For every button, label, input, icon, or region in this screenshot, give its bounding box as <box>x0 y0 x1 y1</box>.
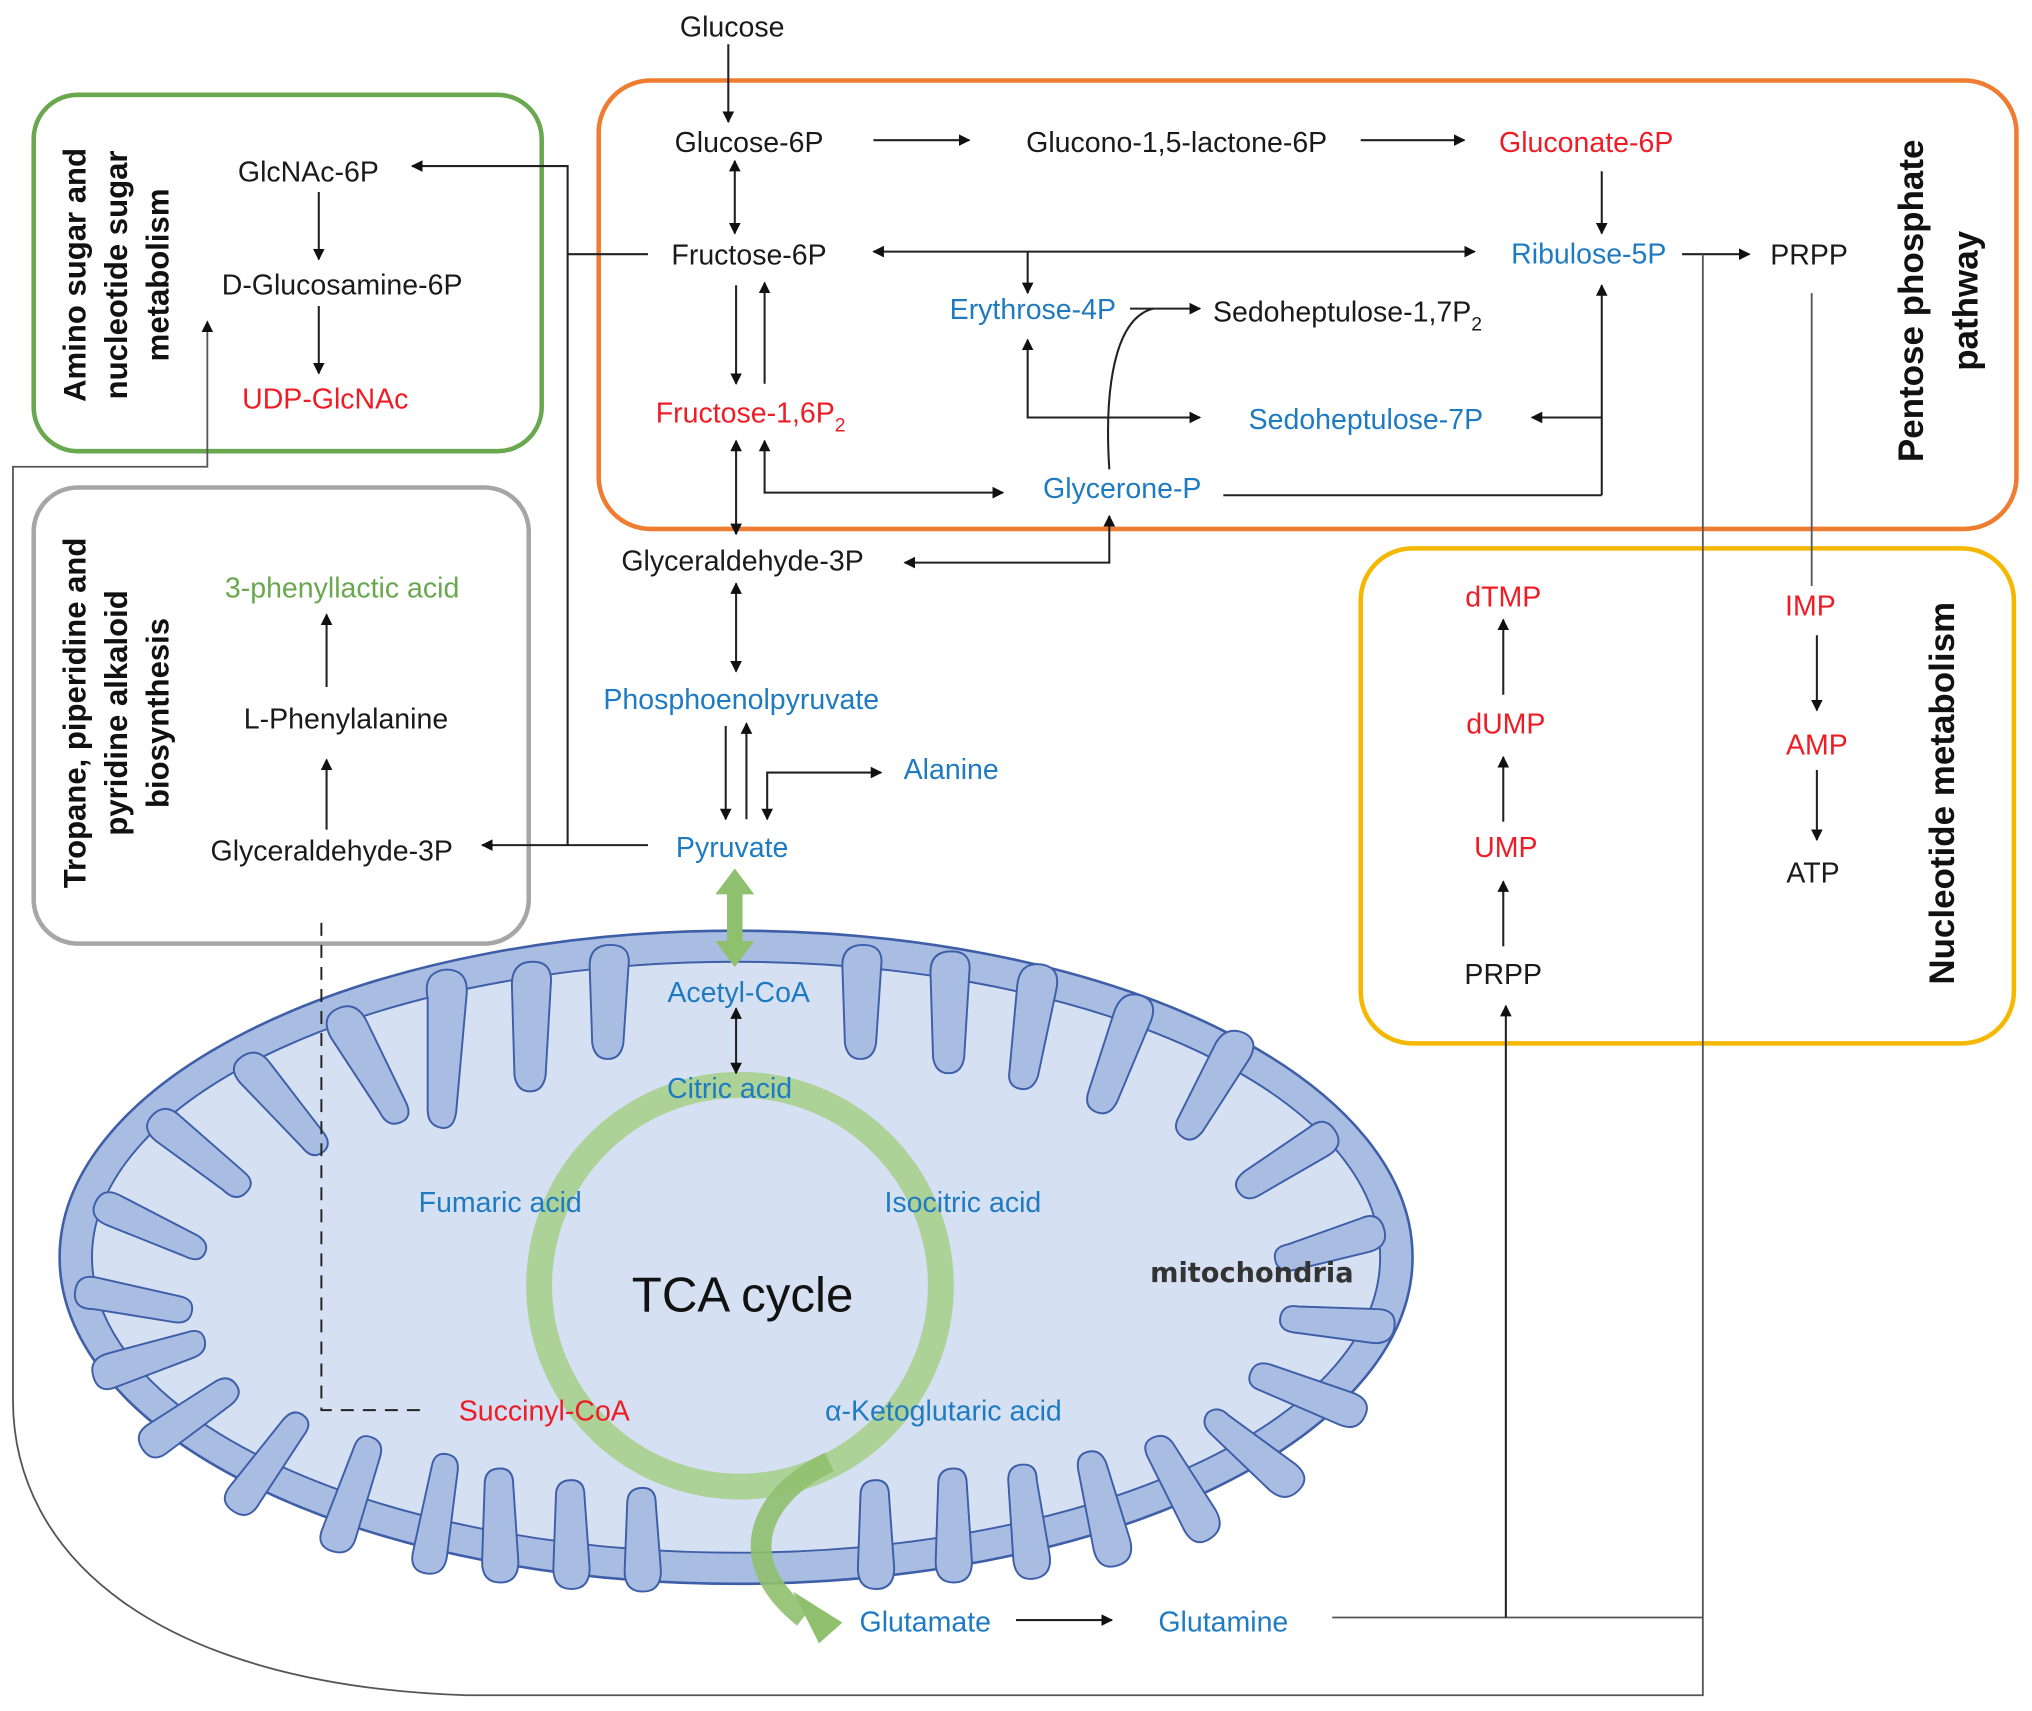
metabolite-amp: AMP <box>1786 729 1848 761</box>
dashed-link <box>320 922 428 1412</box>
amino-sugar-title-line1: Amino sugar and <box>58 148 93 402</box>
metabolite-fructose-6p: Fructose-6P <box>671 240 826 272</box>
metabolite-glyceraldehyde-3p: Glyceraldehyde-3P <box>621 545 863 577</box>
metabolite-dtmp: dTMP <box>1465 582 1541 614</box>
metabolite-isocitric-acid: Isocitric acid <box>884 1187 1041 1219</box>
tropane-title-line3: biosynthesis <box>140 618 175 808</box>
metabolite-udp-glcnac: UDP-GlcNAc <box>242 383 408 415</box>
metabolite-glutamine: Glutamine <box>1158 1607 1288 1639</box>
metabolite-imp: IMP <box>1785 591 1836 623</box>
metabolite-prpp-pentose: PRPP <box>1770 240 1848 272</box>
metabolite-glycerone-p: Glycerone-P <box>1043 473 1201 505</box>
tropane-title-line1: Tropane, piperidine and <box>58 538 93 889</box>
metabolite-fumaric-acid: Fumaric acid <box>419 1187 582 1219</box>
metabolite-atp: ATP <box>1786 858 1839 890</box>
metabolite-gluconate-6p: Gluconate-6P <box>1499 127 1673 159</box>
pentose-phosphate-box <box>596 78 2019 532</box>
metabolite-ribulose-5p: Ribulose-5P <box>1511 238 1666 270</box>
metabolite-alpha-ketoglutaric-acid: α-Ketoglutaric acid <box>825 1396 1062 1428</box>
amino-sugar-title-line2: nucleotide sugar <box>99 151 134 400</box>
metabolite-3-phenyllactic-acid: 3-phenyllactic acid <box>225 573 459 605</box>
metabolite-glcnac-6p: GlcNAc-6P <box>238 157 379 189</box>
mitochondria-label: mitochondria <box>1150 1258 1353 1289</box>
metabolite-fructose-16p2: Fructose-1,6P2 <box>656 398 846 437</box>
metabolite-sedoheptulose-7p: Sedoheptulose-7P <box>1249 404 1484 436</box>
amino-sugar-title-line3: metabolism <box>140 189 175 362</box>
pentose-title-line1: Pentose phosphate <box>1892 140 1931 463</box>
pyruvate-acetylcoa-green-arrow <box>715 868 755 967</box>
metabolite-pyruvate: Pyruvate <box>676 832 788 864</box>
metabolite-glutamate: Glutamate <box>860 1607 991 1639</box>
nucleotide-title: Nucleotide metabolism <box>1923 602 1962 985</box>
metabolite-glucono-lactone-6p: Glucono-1,5-lactone-6P <box>1026 127 1327 159</box>
tropane-alkaloid-box <box>31 485 532 946</box>
metabolite-glyceraldehyde-3p-tropane: Glyceraldehyde-3P <box>211 836 453 868</box>
tca-cycle-label: TCA cycle <box>632 1268 854 1323</box>
metabolite-alanine: Alanine <box>904 754 999 786</box>
metabolite-l-phenylalanine: L-Phenylalanine <box>244 703 448 735</box>
tropane-title-line2: pyridine alkaloid <box>99 590 134 835</box>
pathway-arrows <box>12 44 1823 1697</box>
metabolite-succinyl-coa: Succinyl-CoA <box>459 1396 630 1428</box>
metabolite-d-glucosamine-6p: D-Glucosamine-6P <box>222 269 463 301</box>
mitochondria-organelle <box>58 868 1414 1644</box>
metabolite-glucose: Glucose <box>680 11 785 43</box>
metabolite-sedoheptulose-17p2: Sedoheptulose-1,7P2 <box>1213 297 1482 336</box>
metabolite-citric-acid: Citric acid <box>667 1073 792 1105</box>
pentose-title-line2: pathway <box>1947 230 1986 370</box>
metabolite-glucose-6p: Glucose-6P <box>675 127 824 159</box>
ketoglutarate-export-arrow <box>750 1452 834 1626</box>
nucleotide-metabolism-box <box>1358 546 2017 1046</box>
ketoglutarate-export-arrowhead <box>793 1591 843 1644</box>
metabolite-dump: dUMP <box>1466 709 1545 741</box>
metabolite-phosphoenolpyruvate: Phosphoenolpyruvate <box>603 684 879 716</box>
cristae <box>73 943 1396 1593</box>
tca-cycle-ring <box>526 1071 954 1500</box>
metabolite-acetyl-coa: Acetyl-CoA <box>667 977 810 1009</box>
metabolite-ump: UMP <box>1474 832 1537 864</box>
metabolite-erythrose-4p: Erythrose-4P <box>950 294 1116 326</box>
amino-sugar-box <box>31 92 544 454</box>
metabolite-prpp-nucleotide: PRPP <box>1464 959 1542 991</box>
